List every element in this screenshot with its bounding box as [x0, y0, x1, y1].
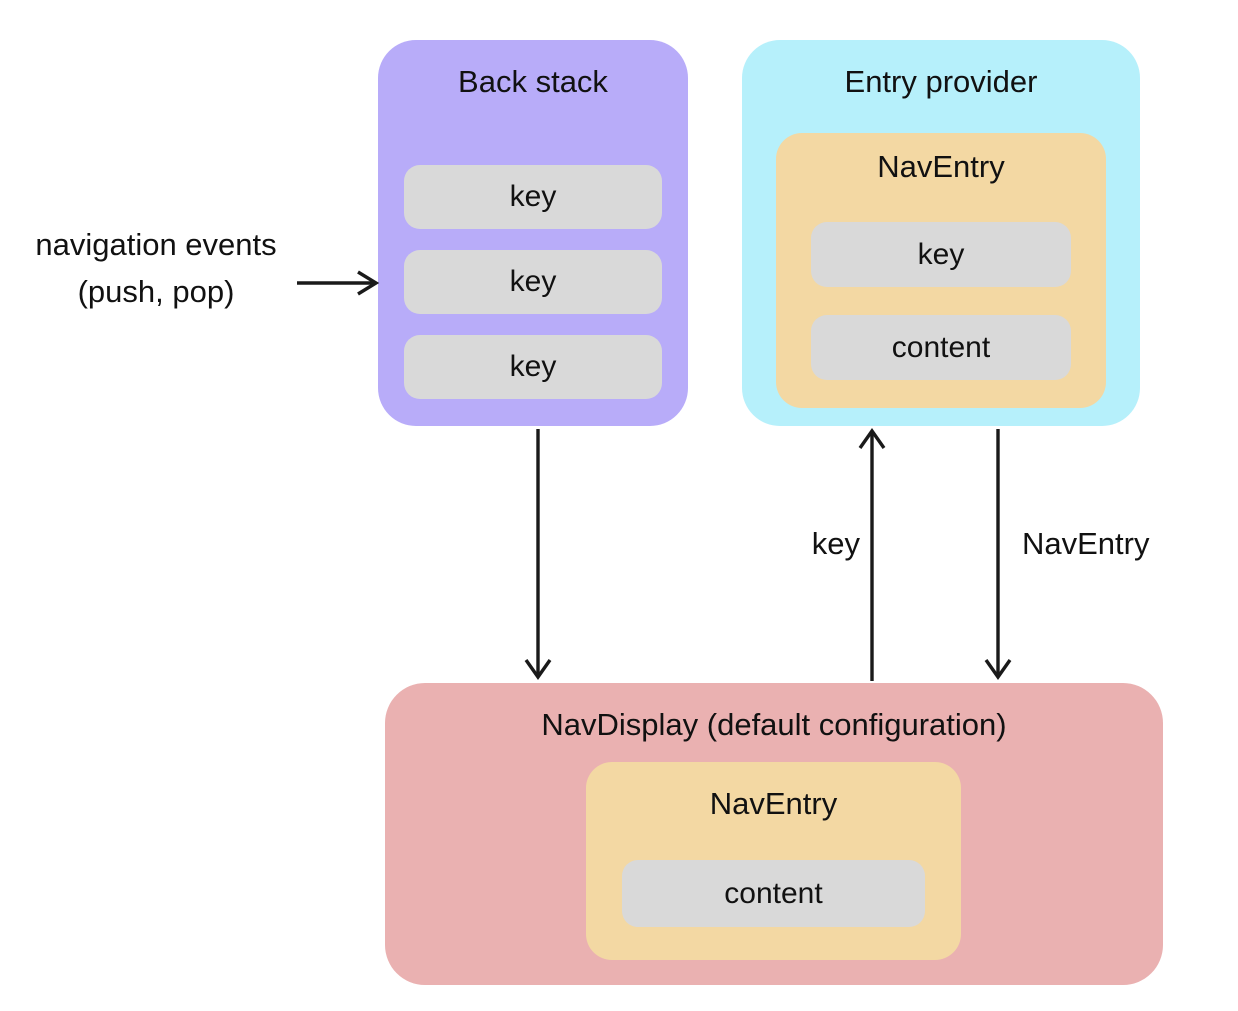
nav-display-nav-entry-box: NavEntry content	[586, 762, 961, 960]
back-stack-title: Back stack	[458, 64, 608, 99]
nav-display-nav-entry-title: NavEntry	[709, 786, 838, 821]
navigation-events-line1: navigation events	[35, 227, 277, 262]
key-arrow-up	[858, 428, 886, 681]
nav-display-content-item: content	[622, 860, 925, 927]
nav-entry-key-item: key	[811, 222, 1071, 287]
entry-provider-box: Entry provider NavEntry key content	[742, 40, 1140, 426]
nav-entry-arrow-label: NavEntry	[1022, 526, 1150, 561]
back-stack-box: Back stack key key key	[378, 40, 688, 426]
entry-provider-nav-entry-box: NavEntry key content	[776, 133, 1106, 408]
back-stack-to-nav-display-arrow	[524, 429, 552, 680]
nav-display-box: NavDisplay (default configuration) NavEn…	[385, 683, 1163, 985]
back-stack-key-item: key	[404, 250, 662, 314]
back-stack-key-item: key	[404, 335, 662, 399]
nav-entry-arrow-down	[984, 429, 1012, 680]
entry-provider-title: Entry provider	[844, 64, 1038, 99]
navigation-events-line2: (push, pop)	[77, 274, 235, 309]
back-stack-key-item: key	[404, 165, 662, 229]
navigation-events-label: navigation events (push, pop)	[0, 221, 312, 315]
nav-entry-content-item: content	[811, 315, 1071, 380]
key-arrow-label: key	[811, 526, 860, 561]
entry-provider-nav-entry-title: NavEntry	[877, 149, 1005, 184]
nav-display-title: NavDisplay (default configuration)	[541, 707, 1007, 742]
